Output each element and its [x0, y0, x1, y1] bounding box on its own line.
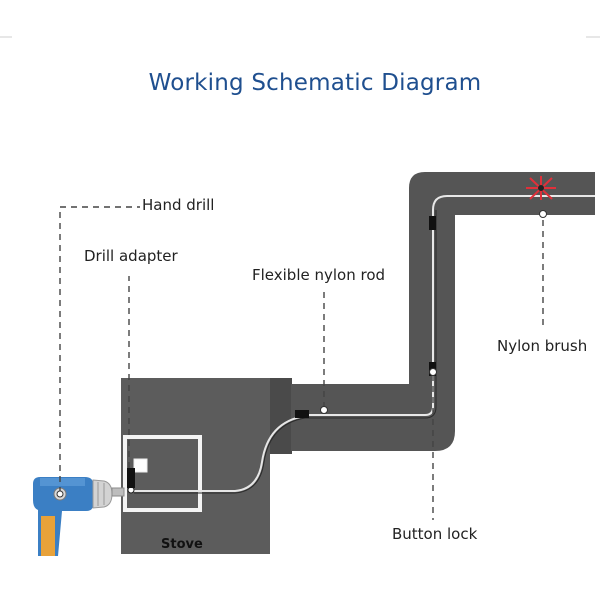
marker-nylon-brush [539, 210, 547, 218]
marker-button-lock [429, 368, 437, 376]
rod-coupler [295, 410, 309, 418]
rod-coupler [429, 216, 436, 230]
stove [121, 378, 270, 554]
label-hand-drill: Hand drill [142, 196, 215, 214]
diagram-title: Working Schematic Diagram [148, 70, 482, 96]
label-nylon-brush: Nylon brush [497, 337, 588, 355]
label-drill-adapter: Drill adapter [84, 247, 178, 265]
marker-hand-drill [56, 490, 64, 498]
leader-hand-drill [59, 206, 140, 493]
drill-adapter [127, 468, 135, 494]
hand-drill [33, 477, 125, 556]
label-flexible-nylon-rod: Flexible nylon rod [252, 266, 386, 284]
label-stove: Stove [161, 537, 203, 552]
nylon-brush [526, 176, 556, 200]
chimney-pipe [270, 172, 595, 454]
marker-flexible-nylon-rod [320, 406, 328, 414]
nylon-rod [134, 415, 306, 492]
label-button-lock: Button lock [392, 525, 478, 543]
